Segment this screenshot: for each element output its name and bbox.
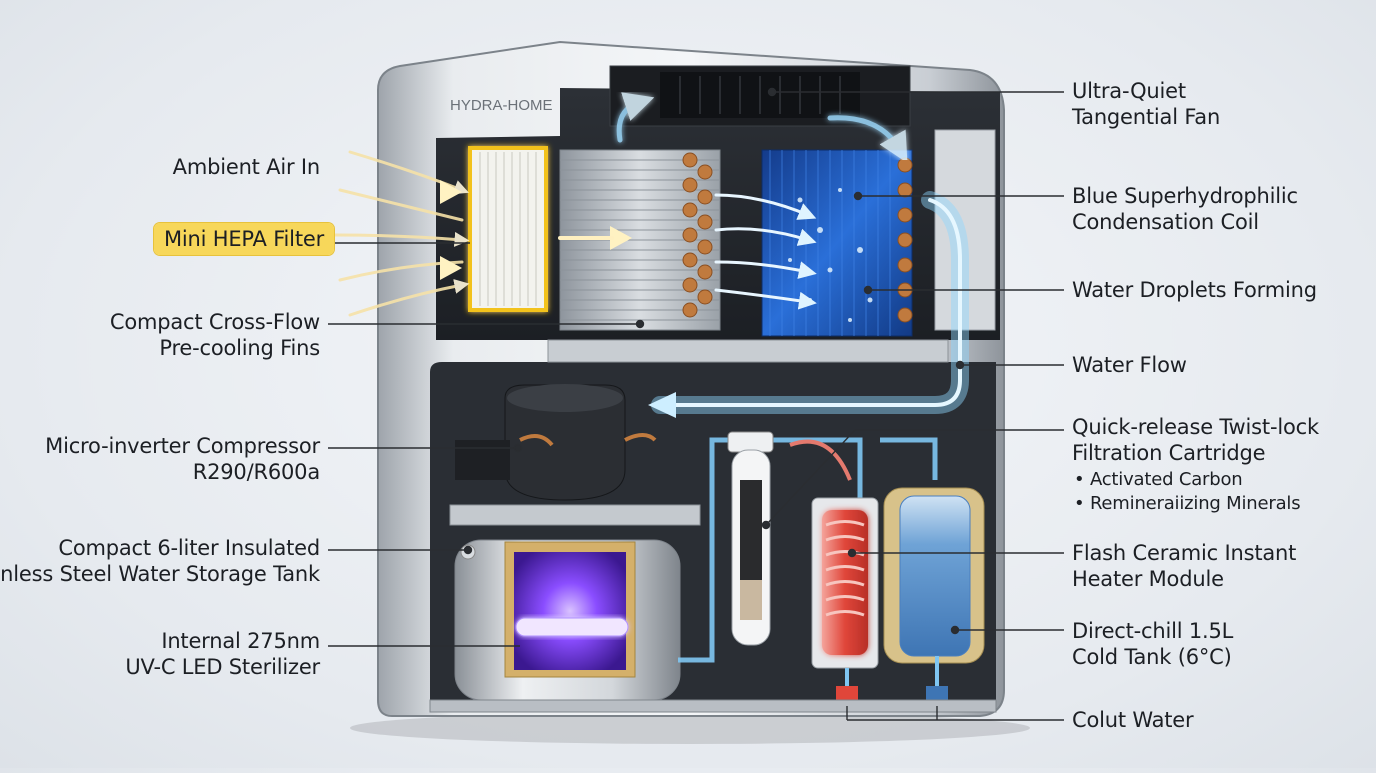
compressor-top — [507, 384, 623, 412]
label-cross-flow-line1: Compact Cross-Flow — [109, 310, 320, 334]
label-cartridge-bullet2: • Remineraiizing Minerals — [1074, 493, 1301, 514]
label-uv-line2: UV-C LED Sterilizer — [125, 655, 320, 679]
compressor-shelf — [449, 504, 701, 526]
fan-airflow — [616, 92, 908, 164]
divider-shelf — [547, 339, 949, 363]
label-cartridge-bullet1: • Activated Carbon — [1074, 469, 1243, 490]
label-coil-line1: Blue Superhydrophilic — [1072, 184, 1298, 208]
fan-blades — [679, 76, 841, 114]
copper-tubes-left — [682, 152, 713, 318]
label-compressor: Micro-inverter Compressor R290/R600a — [45, 433, 320, 485]
label-coil-line2: Condensation Coil — [1072, 210, 1259, 234]
hot-feed-pipe — [789, 439, 852, 481]
label-cartridge-line2: Filtration Cartridge — [1072, 441, 1266, 465]
water-flow-core — [668, 198, 962, 407]
callout-lines — [328, 87, 1064, 721]
label-fan-line2: Tangential Fan — [1072, 105, 1221, 129]
copper-tubes-right — [897, 157, 913, 323]
side-panel — [934, 129, 996, 331]
airflow-arrowheads — [440, 180, 632, 280]
label-cold-tank-line1: Direct-chill 1.5L — [1072, 619, 1234, 643]
label-water-droplets: Water Droplets Forming — [1072, 278, 1317, 302]
cold-tank — [899, 495, 971, 657]
remineralizing-minerals — [740, 580, 762, 620]
activated-carbon — [740, 480, 762, 590]
uv-chamber — [514, 552, 626, 670]
label-ambient-air-in: Ambient Air In — [172, 155, 321, 179]
label-cartridge-bullets: • Activated Carbon • Remineraiizing Mine… — [1074, 468, 1301, 516]
label-cartridge-line1: Quick-release Twist-lock — [1072, 415, 1319, 439]
label-filtration-cartridge: Quick-release Twist-lock Filtration Cart… — [1072, 414, 1319, 466]
label-fan: Ultra-Quiet Tangential Fan — [1072, 78, 1220, 130]
water-flow-arrowhead — [648, 392, 676, 418]
label-storage-tank: Compact 6-liter Insulated tainless Steel… — [0, 535, 320, 587]
label-cold-tank-line2: Cold Tank (6°C) — [1072, 645, 1232, 669]
lower-water-pipes — [678, 437, 938, 663]
hepa-filter — [468, 146, 548, 312]
outlet-pipes — [845, 656, 939, 686]
compressor-body — [504, 384, 626, 501]
label-cold-tank: Direct-chill 1.5L Cold Tank (6°C) — [1072, 618, 1233, 670]
hepa-pleats — [479, 152, 537, 306]
cool-airflow — [714, 193, 817, 310]
label-condensation-coil: Blue Superhydrophilic Condensation Coil — [1072, 183, 1298, 235]
label-storage-tank-line1: Compact 6-liter Insulated — [58, 536, 320, 560]
ambient-airflow — [333, 150, 470, 317]
label-cross-flow-fins: Compact Cross-Flow Pre-cooling Fins — [110, 309, 320, 361]
compressor-box — [455, 440, 510, 480]
label-compressor-line2: R290/R600a — [192, 460, 320, 484]
heater-coil — [825, 520, 865, 617]
label-cross-flow-line2: Pre-cooling Fins — [159, 336, 320, 360]
label-compressor-line1: Micro-inverter Compressor — [45, 434, 320, 458]
label-heater-line2: Heater Module — [1072, 567, 1224, 591]
label-mini-hepa-filter: Mini HEPA Filter — [154, 223, 335, 255]
label-uv-line1: Internal 275nm — [161, 629, 320, 653]
brand-logo: HYDRA-HOME — [450, 97, 553, 114]
compressor-pipes — [519, 433, 657, 447]
condensation-coil — [761, 149, 913, 337]
label-heater-line1: Flash Ceramic Instant — [1072, 541, 1297, 565]
label-fan-line1: Ultra-Quiet — [1072, 79, 1186, 103]
label-storage-tank-line2: tainless Steel Water Storage Tank — [0, 562, 320, 586]
cartridge-cap — [727, 431, 774, 453]
label-heater-module: Flash Ceramic Instant Heater Module — [1072, 540, 1296, 592]
label-water-flow: Water Flow — [1072, 353, 1187, 377]
label-mini-hepa-filter-text: Mini HEPA Filter — [154, 223, 335, 255]
label-uv-sterilizer: Internal 275nm UV-C LED Sterilizer — [125, 628, 320, 680]
label-outlet-water: Colut Water — [1072, 708, 1194, 732]
uv-led-tube — [515, 617, 629, 637]
base-rail — [429, 699, 997, 713]
